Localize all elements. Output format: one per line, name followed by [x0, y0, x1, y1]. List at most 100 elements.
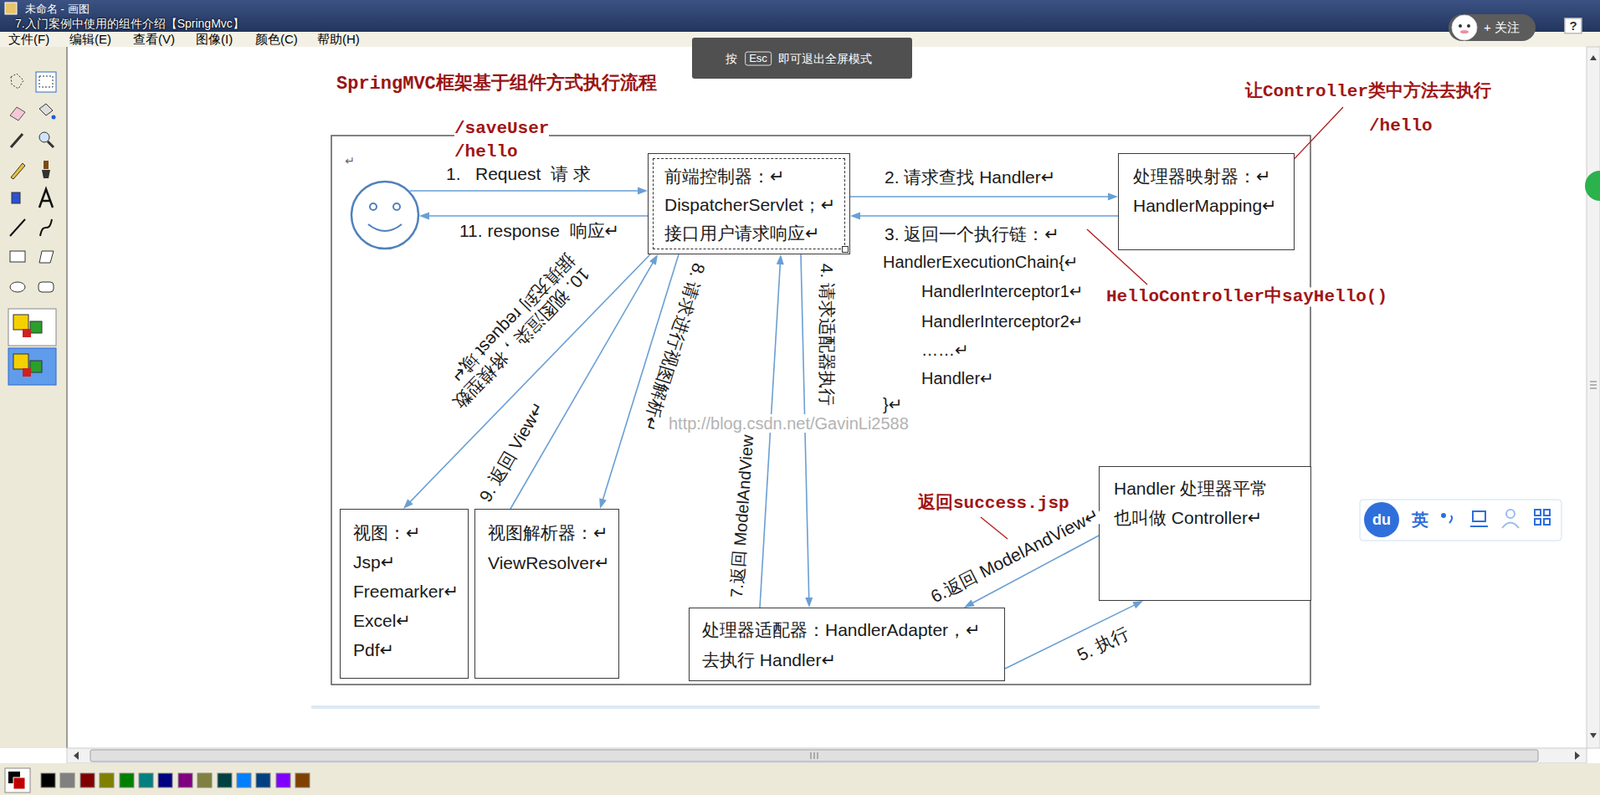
ime-toolbar — [1359, 499, 1562, 541]
annotation-note-text: 返回success.jsp — [917, 493, 1070, 513]
node-text: 处理器映射器：↵ — [1133, 161, 1272, 191]
scroll-arrow — [73, 751, 79, 760]
flow-step-label-text: 6.返回 ModelAndView↵ — [927, 504, 1103, 608]
flow-step-label: 8. 请求进行视图解析↵ — [637, 259, 709, 436]
tool-option-selected — [8, 348, 57, 385]
chain-text-text: }↵ — [882, 394, 903, 415]
tool-text-icon — [39, 189, 53, 208]
menu-item-text: 查看(V) — [133, 31, 175, 47]
tool-rect-select — [39, 76, 53, 88]
arrowhead — [599, 497, 607, 509]
tool-brush — [43, 160, 49, 170]
flow-step-label-text: 7.返回 ModelAndView — [727, 434, 759, 599]
flow-connector — [850, 193, 1118, 201]
ime-cup-icon — [1472, 511, 1486, 522]
connector-line — [1005, 604, 1136, 669]
annotation-note-text: /hello — [1369, 116, 1433, 136]
avatar-mouth — [1460, 30, 1469, 34]
menu-item: 图像(I) — [195, 31, 233, 47]
avatar-eye — [1466, 24, 1471, 28]
menu-item-text: 帮助(H) — [317, 31, 360, 47]
scroll-grip — [810, 752, 818, 759]
palette-swatch — [80, 773, 95, 788]
tool-magnifier — [39, 132, 50, 143]
annotation-note-text: /hello — [454, 142, 518, 162]
menu-item: 颜色(C) — [255, 31, 298, 47]
flow-step-label: 1. Request 请 求 — [446, 164, 591, 185]
tool-selected — [35, 71, 57, 93]
tool-pencil — [10, 163, 26, 180]
front-controller-box: 前端控制器：↵DispatcherServlet；↵接口用户请求响应↵ — [647, 153, 851, 255]
chain-text: HandlerInterceptor1↵ — [921, 282, 1084, 302]
palette-swatch — [178, 773, 193, 788]
flow-step-label-text: 1. Request 请 求 — [446, 164, 591, 185]
chain-text-text: HandlerExecutionChain{↵ — [882, 252, 1079, 272]
chain-text-text: HandlerInterceptor1↵ — [921, 282, 1084, 302]
flow-step-label-text: 4. 请求适配器执行 — [816, 263, 837, 406]
ime-user-icon — [1506, 509, 1515, 518]
node-text: 去执行 Handler↵ — [702, 645, 836, 676]
app-icon — [5, 2, 17, 15]
flow-step-label: 5. 执行 — [1072, 622, 1134, 667]
scroll-grip — [1589, 381, 1597, 389]
arrowhead — [850, 212, 861, 221]
response-arrowhead — [419, 212, 430, 221]
ime-mode-text: 英 — [1411, 510, 1429, 530]
response-arrow — [429, 215, 648, 217]
user-smiley — [351, 181, 419, 249]
connector-line — [850, 195, 1110, 198]
scroll-thumb — [90, 749, 1539, 762]
diagram-title-text: SpringMVC框架基于组件方式执行流程 — [336, 74, 657, 95]
node-text: Freemarker↵ — [353, 576, 459, 606]
option-icon — [30, 321, 42, 334]
fullscreen-hint: 按 — [725, 51, 738, 66]
flow-step-label: 2. 请求查找 Handler↵ — [882, 167, 1057, 188]
selection-handle — [841, 246, 849, 253]
menu-item-text: 图像(I) — [195, 31, 233, 47]
window-title: 未命名 - 画图 — [25, 3, 90, 16]
palette-swatch — [276, 773, 291, 788]
scroll-arrow — [1589, 55, 1597, 61]
chain-text: HandlerInterceptor2↵ — [921, 312, 1084, 332]
palette-swatch — [236, 773, 252, 788]
tool-free-select — [10, 73, 24, 89]
follow-pill — [1448, 14, 1536, 42]
flow-step-label-text: 11. response 响应↵ — [459, 220, 620, 242]
menu-item-text: 文件(F) — [8, 31, 50, 47]
palette-swatch — [119, 773, 134, 788]
avatar — [1451, 15, 1477, 41]
handler-box: Handler 处理器平常 也叫做 Controller↵ — [1098, 466, 1312, 601]
palette-swatch — [60, 773, 75, 788]
handler-mapping-box: 处理器映射器：↵HandlerMapping↵ — [1117, 153, 1295, 251]
arrowhead — [649, 254, 658, 266]
connector-line — [759, 262, 780, 608]
watermark: http://blog.csdn.net/GavinLi2588 — [668, 414, 909, 433]
annotation-note: /hello — [454, 142, 518, 162]
annotation-note-text: /saveUser — [454, 118, 549, 139]
request-arrowhead — [637, 187, 648, 195]
ime-cup-icon — [1470, 525, 1488, 528]
diagram-frame — [331, 135, 1311, 685]
menu-item-text: 颜色(C) — [255, 31, 298, 47]
tool-option — [8, 308, 57, 346]
tool-brush-tip — [41, 169, 51, 179]
node-text: DispatcherServlet；↵ — [664, 190, 836, 220]
tool-magnifier-handle — [47, 141, 54, 148]
ime-grid-icon — [1534, 518, 1541, 525]
flow-step-label-text: 3. 返回一个执行链：↵ — [884, 224, 1060, 245]
flow-step-label: 6.返回 ModelAndView↵ — [926, 503, 1105, 608]
arrowhead — [1107, 193, 1118, 201]
annotation-note-text: HelloController中sayHello() — [1106, 287, 1388, 307]
flow-step-label-text: 8. 请求进行视图解析↵ — [638, 261, 709, 435]
vertical-scrollbar — [1586, 46, 1600, 749]
avatar-eye — [1458, 24, 1462, 28]
connector-line — [858, 215, 1118, 217]
flow-step-label-text: 5. 执行 — [1073, 623, 1132, 666]
node-text: ViewResolver↵ — [487, 548, 611, 579]
flow-step-label: 10. 视图渲染，将模型数据填充到 request 域↵ — [425, 248, 595, 421]
flow-step-label: 3. 返回一个执行链：↵ — [882, 224, 1062, 245]
annotation-note: /hello — [1369, 116, 1433, 136]
follow-button-text: + 关注 — [1483, 20, 1520, 35]
separator-line — [311, 705, 1320, 709]
tool-rounded-rect — [38, 282, 54, 293]
